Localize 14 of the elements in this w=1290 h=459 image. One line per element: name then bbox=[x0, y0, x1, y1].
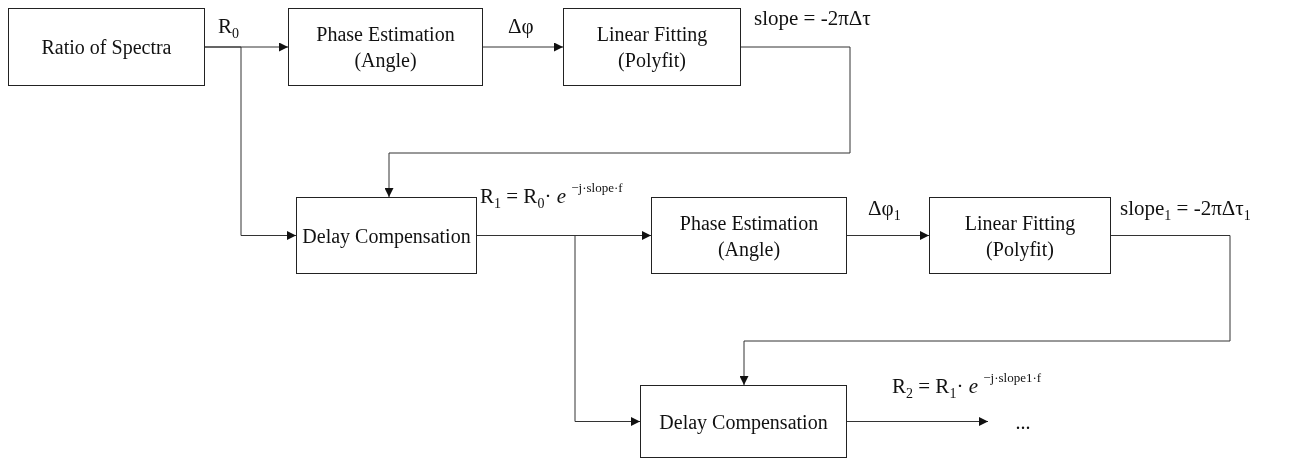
arrow bbox=[384, 46, 851, 198]
process-box: Phase Estimation (Angle) bbox=[651, 197, 847, 274]
arrow bbox=[482, 42, 564, 52]
process-box: Phase Estimation (Angle) bbox=[288, 8, 483, 86]
arrow bbox=[846, 417, 989, 426]
arrow bbox=[204, 46, 297, 240]
process-box: Ratio of Spectra bbox=[8, 8, 205, 86]
process-box: Delay Compensation bbox=[296, 197, 477, 274]
process-box: Linear Fitting (Polyfit) bbox=[563, 8, 741, 86]
process-box: Delay Compensation bbox=[640, 385, 847, 458]
process-box: Linear Fitting (Polyfit) bbox=[929, 197, 1111, 274]
arrow bbox=[739, 235, 1231, 386]
arrow bbox=[846, 231, 930, 240]
ellipsis-text: ... bbox=[988, 408, 1058, 436]
